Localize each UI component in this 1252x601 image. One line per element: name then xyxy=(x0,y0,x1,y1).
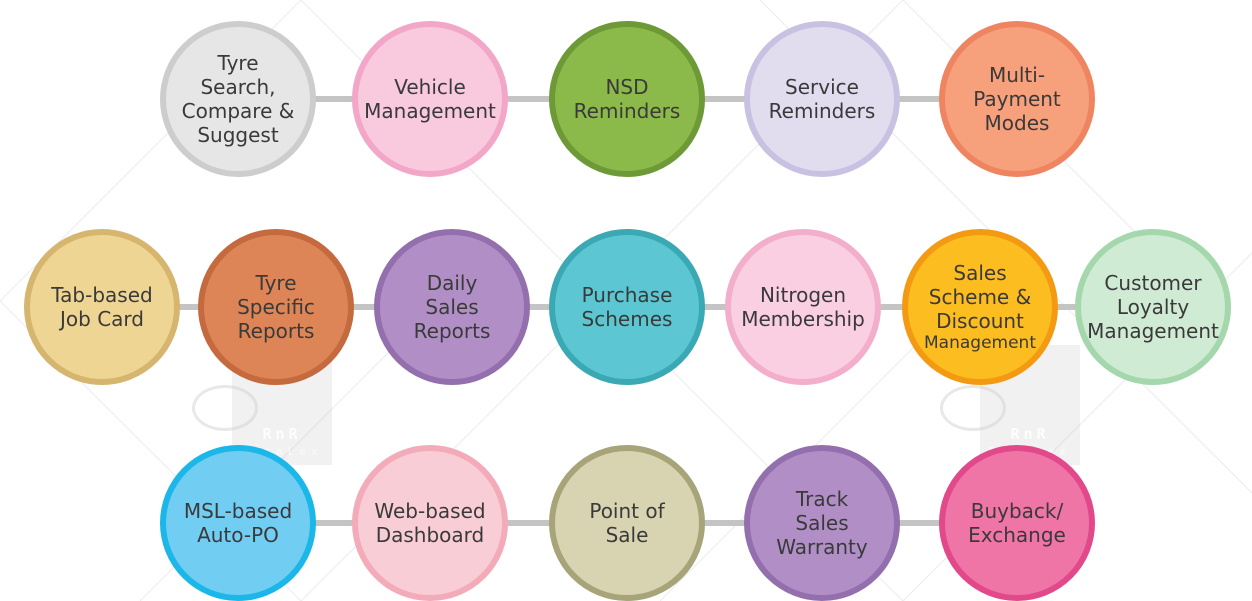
feature-node-label-line: Sales xyxy=(795,511,849,535)
feature-node-label-line: Sale xyxy=(605,523,649,547)
connector-line xyxy=(822,96,1017,102)
watermark-text: RnR xyxy=(1010,425,1050,443)
feature-node-label-line: Vehicle xyxy=(394,75,466,99)
connector-line xyxy=(238,96,430,102)
feature-node-label-line: Suggest xyxy=(197,123,279,147)
connector-line xyxy=(980,304,1153,310)
watermark-text: RnR xyxy=(262,425,302,443)
connector-line xyxy=(627,96,822,102)
feature-node-label-line: Multi- xyxy=(988,63,1046,87)
feature-node-label-line: Tyre xyxy=(217,51,259,75)
watermark-logo-icon xyxy=(192,385,258,431)
feature-node-label-line: Compare & xyxy=(181,99,295,123)
feature-node-label-line: Reports xyxy=(413,319,491,343)
feature-node-label-line: Discount xyxy=(936,308,1024,333)
connector-line xyxy=(238,520,430,526)
feature-node-label-line: Search, xyxy=(200,75,276,99)
feature-node-label-line: NSD xyxy=(605,75,649,99)
feature-node-label-line: Web-based xyxy=(374,499,486,523)
feature-node-buyback-exchange: Buyback/Exchange xyxy=(939,445,1095,601)
connector-line xyxy=(627,304,803,310)
feature-node-label-line: Management xyxy=(924,332,1036,353)
feature-node-label-line: Purchase xyxy=(581,283,673,307)
feature-node-label-line: Reminders xyxy=(573,99,681,123)
feature-node-label-line: Tyre xyxy=(255,271,297,295)
feature-node-label-line: Loyalty xyxy=(1116,295,1190,319)
feature-node-label-line: Membership xyxy=(741,307,865,331)
feature-node-label-line: Daily xyxy=(426,271,478,295)
connector-line xyxy=(102,304,276,310)
feature-node-label-line: Reports xyxy=(237,319,315,343)
feature-node-label-line: Management xyxy=(364,99,496,123)
feature-node-label-line: Dashboard xyxy=(375,523,485,547)
connector-line xyxy=(430,520,627,526)
connector-line xyxy=(430,96,627,102)
feature-node-label-line: Warranty xyxy=(776,535,868,559)
feature-node-label-line: Buyback/ xyxy=(970,499,1064,523)
feature-node-label-line: Exchange xyxy=(968,523,1066,547)
feature-node-label-line: Management xyxy=(1087,319,1219,343)
feature-node-label-line: Specific xyxy=(237,295,315,319)
connector-line xyxy=(627,520,822,526)
feature-node-label-line: MSL-based xyxy=(183,499,293,523)
watermark-logo-icon xyxy=(940,385,1006,431)
feature-node-label-line: Payment xyxy=(973,87,1061,111)
feature-node-label-line: Customer xyxy=(1104,271,1202,295)
connector-line xyxy=(803,304,980,310)
feature-node-label-line: Point of xyxy=(589,499,665,523)
feature-node-label-line: Auto-PO xyxy=(197,523,279,547)
connector-line xyxy=(452,304,627,310)
feature-node-label-line: Nitrogen xyxy=(759,283,847,307)
feature-node-label-line: Job Card xyxy=(60,307,144,331)
feature-node-label-line: Reminders xyxy=(768,99,876,123)
connector-line xyxy=(276,304,452,310)
feature-node-label-line: Modes xyxy=(984,111,1050,135)
connector-line xyxy=(822,520,1017,526)
feature-node-label-line: Track xyxy=(795,487,849,511)
feature-node-label-line: Scheme & xyxy=(928,284,1032,309)
feature-node-label-line: Sales xyxy=(425,295,479,319)
feature-node-label-line: Tab-based xyxy=(51,283,153,307)
feature-node-label-line: Sales xyxy=(953,260,1007,285)
feature-node-label-line: Schemes xyxy=(581,307,673,331)
feature-node-label-line: Service xyxy=(785,75,859,99)
